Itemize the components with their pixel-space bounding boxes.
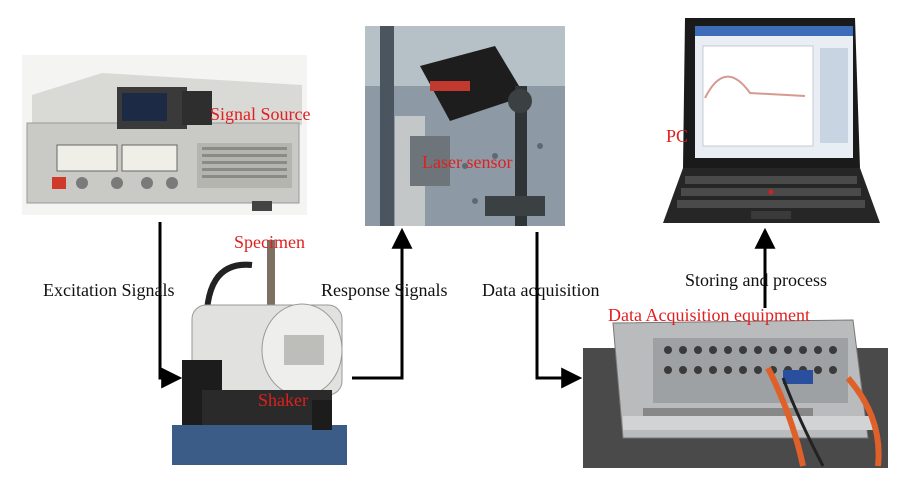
response-signals-label: Response Signals [321, 280, 448, 300]
laser-sensor-photo [365, 26, 565, 226]
daq-equipment-label: Data Acquisition equipment [608, 305, 810, 325]
shaker-specimen-photo [172, 240, 352, 470]
signal-source-photo [22, 55, 307, 215]
pc-label: PC [666, 126, 689, 146]
shaker-label: Shaker [258, 390, 308, 410]
pc-laptop-photo [655, 18, 887, 228]
storing-process-label: Storing and process [685, 270, 827, 290]
specimen-label: Specimen [234, 232, 305, 252]
excitation-signals-label: Excitation Signals [43, 280, 175, 300]
data-acquisition-label: Data acquisition [482, 280, 600, 300]
laser-sensor-label: Laser sensor [422, 152, 513, 172]
daq-equipment-photo [583, 308, 888, 468]
arrow-response [352, 227, 413, 380]
arrow-data-acquisition [535, 232, 583, 389]
signal-source-label: Signal Source [210, 104, 311, 124]
